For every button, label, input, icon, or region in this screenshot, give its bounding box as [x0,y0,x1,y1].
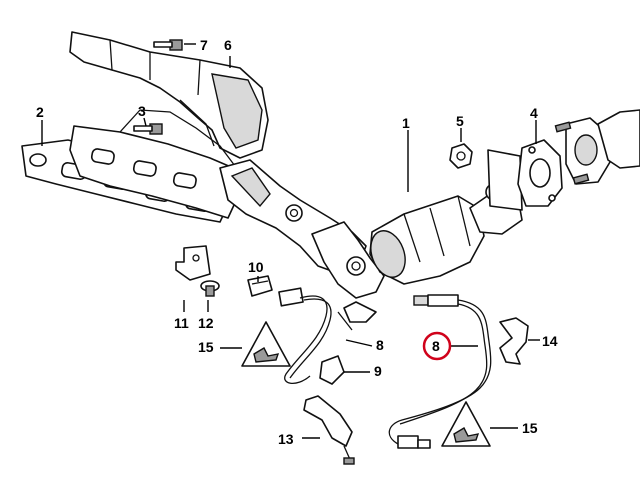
callout-8-upper: 8 [376,337,384,353]
callout-5: 5 [456,113,464,129]
callout-6: 6 [224,37,232,53]
callout-11: 11 [174,315,189,331]
clip-part[interactable] [247,275,273,297]
callout-15-left: 15 [198,339,214,355]
callout-12: 12 [198,315,214,331]
leader-lines [41,43,540,439]
rear-exhaust-pipe [554,109,640,185]
callout-2: 2 [36,104,44,120]
flange-gasket-part[interactable] [517,139,563,207]
exhaust-manifold-flange [69,109,241,219]
callout-7: 7 [200,37,208,53]
holder-part[interactable] [319,355,345,385]
highlight-ring [422,331,452,361]
bolt-part-7[interactable] [153,39,183,51]
callout-13: 13 [278,431,294,447]
bracket-part[interactable] [175,245,211,281]
cable-holder-part[interactable] [303,395,355,465]
heat-shield-part[interactable] [69,31,269,159]
callout-9: 9 [374,363,382,379]
nut-part[interactable] [449,143,473,169]
oxygen-sensor-part[interactable] [388,294,492,449]
warning-label-left[interactable] [241,321,291,367]
catalytic-converter-part[interactable] [219,149,523,299]
oxygen-sensor-upper [278,287,377,384]
callout-8-highlighted[interactable]: 8 [432,338,440,354]
callout-3: 3 [138,103,146,119]
callout-15-right: 15 [522,420,538,436]
callout-1: 1 [402,115,410,131]
clip-part-14[interactable] [499,317,529,365]
callout-10: 10 [248,259,264,275]
callout-14: 14 [542,333,558,349]
screw-part[interactable] [200,280,220,297]
callout-4: 4 [530,105,538,121]
warning-label-right[interactable] [441,401,491,447]
bolt-part-3[interactable] [133,123,163,135]
